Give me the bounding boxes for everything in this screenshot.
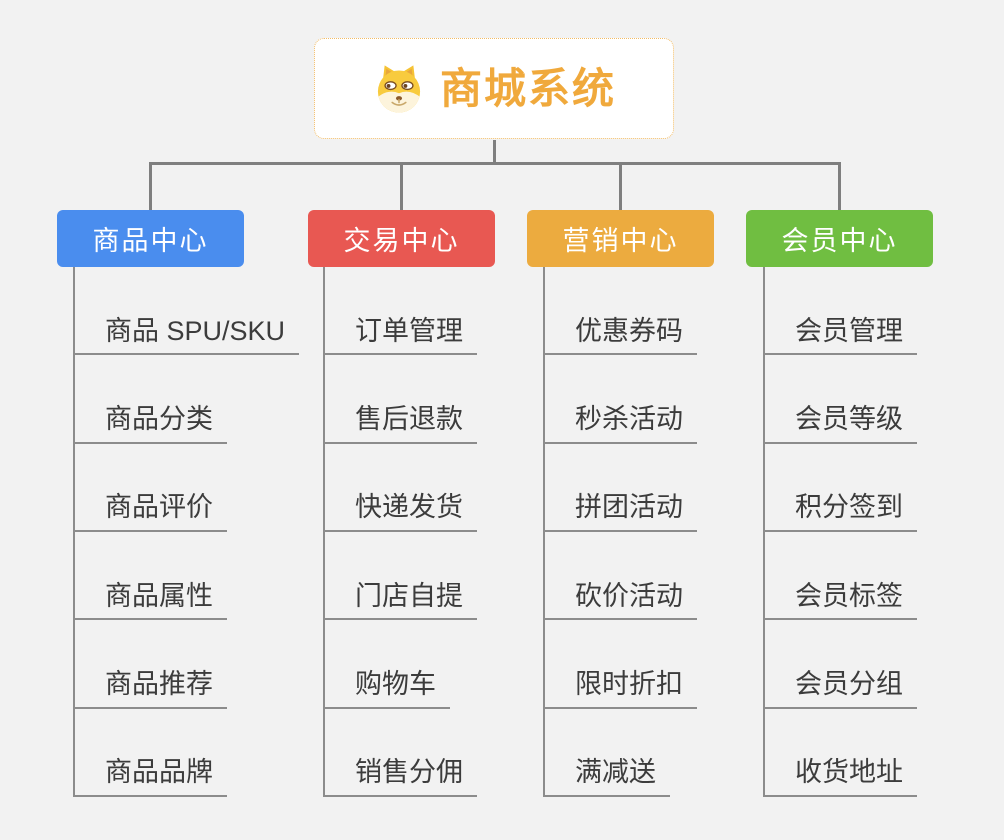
leaf-node[interactable]: 会员分组 [765, 669, 917, 709]
leaf-node[interactable]: 收货地址 [765, 758, 917, 797]
leaf-node[interactable]: 商品推荐 [75, 669, 227, 709]
branch-items-product-center: 商品 SPU/SKU 商品分类 商品评价 商品属性 商品推荐 商品品牌 [73, 267, 300, 797]
branch-label: 交易中心 [343, 226, 460, 256]
branch-items-member-center: 会员管理 会员等级 积分签到 会员标签 会员分组 收货地址 [763, 267, 917, 797]
leaf-node[interactable]: 拼团活动 [545, 493, 697, 532]
connector-drop-member-center [838, 165, 841, 210]
branch-label: 会员中心 [781, 226, 898, 256]
leaf-node[interactable]: 会员标签 [765, 581, 917, 621]
leaf-node[interactable]: 商品 SPU/SKU [75, 316, 300, 356]
connector-horizontal-rail [149, 162, 841, 165]
leaf-node[interactable]: 商品分类 [75, 404, 227, 444]
leaf-node[interactable]: 限时折扣 [545, 669, 697, 709]
leaf-node[interactable]: 销售分佣 [325, 758, 477, 797]
leaf-node[interactable]: 门店自提 [325, 581, 477, 621]
branch-items-marketing-center: 优惠券码 秒杀活动 拼团活动 砍价活动 限时折扣 满减送 [543, 267, 697, 797]
branch-node-marketing-center[interactable]: 营销中心 [527, 210, 714, 267]
leaf-node[interactable]: 积分签到 [765, 493, 917, 532]
leaf-node[interactable]: 会员管理 [765, 316, 917, 356]
branch-node-member-center[interactable]: 会员中心 [746, 210, 933, 267]
root-title: 商城系统 [439, 64, 616, 112]
leaf-node[interactable]: 订单管理 [325, 316, 477, 356]
leaf-node[interactable]: 满减送 [545, 758, 670, 797]
root-node[interactable]: 商城系统 [314, 38, 674, 139]
leaf-node[interactable]: 商品品牌 [75, 758, 227, 797]
connector-drop-product-center [149, 165, 152, 210]
leaf-node[interactable]: 购物车 [325, 669, 450, 709]
leaf-node[interactable]: 售后退款 [325, 404, 477, 444]
branch-label: 营销中心 [562, 226, 679, 256]
leaf-node[interactable]: 快递发货 [325, 493, 477, 532]
leaf-node[interactable]: 秒杀活动 [545, 404, 697, 444]
branch-items-trade-center: 订单管理 售后退款 快递发货 门店自提 购物车 销售分佣 [323, 267, 477, 797]
shiba-dog-icon [377, 64, 421, 113]
leaf-node[interactable]: 商品评价 [75, 493, 227, 532]
connector-drop-trade-center [400, 165, 403, 210]
connector-root-stem [493, 140, 496, 163]
leaf-node[interactable]: 会员等级 [765, 404, 917, 444]
branch-node-product-center[interactable]: 商品中心 [57, 210, 244, 267]
leaf-node[interactable]: 优惠券码 [545, 316, 697, 356]
leaf-node[interactable]: 商品属性 [75, 581, 227, 621]
leaf-node[interactable]: 砍价活动 [545, 581, 697, 621]
branch-node-trade-center[interactable]: 交易中心 [308, 210, 495, 267]
connector-drop-marketing-center [619, 165, 622, 210]
branch-label: 商品中心 [92, 226, 209, 256]
